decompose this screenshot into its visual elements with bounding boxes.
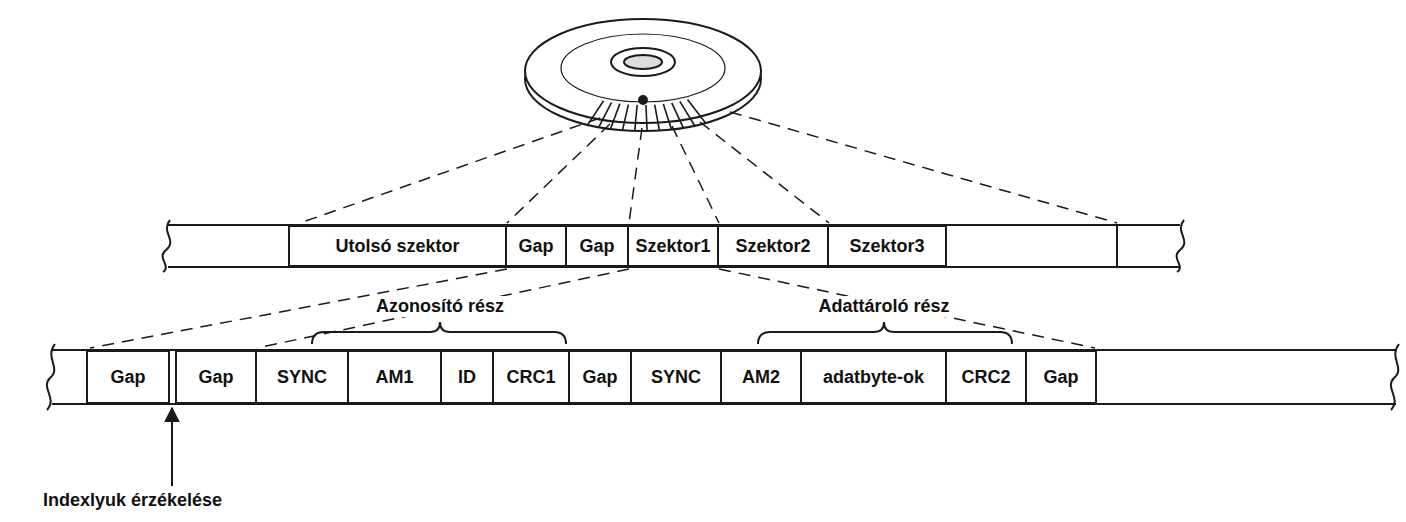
field-label: AM2	[742, 367, 780, 388]
region-label: Azonosító rész	[373, 296, 507, 317]
sector-field: CRC1	[492, 350, 570, 404]
projection-lines	[90, 112, 1117, 348]
projection-line	[300, 118, 600, 223]
brace	[758, 322, 1012, 344]
projection-line	[672, 126, 719, 223]
field-label: Gap	[110, 367, 145, 388]
disk-hub	[611, 48, 675, 76]
track-strip	[163, 220, 1185, 272]
field-label: Szektor3	[849, 236, 924, 257]
floppy-disk	[525, 19, 761, 131]
disk-surface	[525, 19, 761, 123]
projection-line	[257, 269, 629, 348]
brace	[312, 322, 566, 344]
disk-hole	[624, 55, 662, 69]
sector-field: Gap	[505, 225, 567, 267]
cell-border	[1116, 225, 1118, 267]
index-hole	[639, 96, 647, 104]
sector-field: Utolsó szektor	[288, 225, 507, 267]
field-label: AM1	[375, 367, 413, 388]
strip-edge	[52, 350, 1396, 404]
sector-field: CRC2	[945, 350, 1027, 404]
projection-line	[730, 112, 1117, 223]
field-label: CRC2	[961, 367, 1010, 388]
sector-line	[623, 104, 629, 130]
field-label: Gap	[582, 367, 617, 388]
sector-line	[646, 105, 647, 131]
sector-field: Szektor1	[627, 225, 719, 267]
sector-lines	[588, 100, 706, 131]
torn-end	[1391, 344, 1399, 410]
projection-line	[507, 124, 610, 223]
disk-track	[561, 34, 725, 102]
field-label: SYNC	[651, 367, 701, 388]
projection-line	[629, 128, 642, 223]
torn-end	[163, 220, 171, 272]
sector-field: Gap	[175, 350, 257, 404]
projection-line	[90, 269, 507, 348]
braces	[312, 322, 1012, 344]
sector-field: AM2	[720, 350, 802, 404]
sector-line	[655, 105, 660, 131]
sector-line	[663, 104, 671, 130]
sector-strip	[47, 344, 1399, 410]
sector-field: adatbyte-ok	[800, 350, 947, 404]
sector-field: Gap	[565, 225, 629, 267]
projection-line	[700, 122, 829, 223]
field-label: CRC1	[506, 367, 555, 388]
index-label: Indexlyuk érzékelése	[40, 490, 225, 511]
sector-field: SYNC	[630, 350, 722, 404]
field-label: Gap	[518, 236, 553, 257]
field-label: adatbyte-ok	[823, 367, 924, 388]
sector-field: Gap	[1025, 350, 1097, 404]
torn-end	[47, 344, 55, 410]
strip-edge	[168, 225, 1180, 267]
field-label: Szektor2	[735, 236, 810, 257]
sector-field: AM1	[347, 350, 442, 404]
sector-field: SYNC	[255, 350, 349, 404]
field-label: ID	[458, 367, 476, 388]
index-arrow	[171, 408, 173, 486]
field-label: Gap	[579, 236, 614, 257]
field-label: Szektor1	[635, 236, 710, 257]
sector-field: Szektor2	[717, 225, 829, 267]
projection-line	[719, 269, 1095, 348]
field-label: Utolsó szektor	[335, 236, 459, 257]
field-label: Gap	[1043, 367, 1078, 388]
sector-line	[680, 101, 695, 125]
torn-end	[1177, 220, 1185, 272]
sector-field: Gap	[568, 350, 632, 404]
field-label: Gap	[198, 367, 233, 388]
sector-line	[672, 103, 684, 128]
field-label: SYNC	[277, 367, 327, 388]
sector-field: Szektor3	[827, 225, 947, 267]
region-label: Adattároló rész	[815, 296, 952, 317]
sector-line	[610, 104, 619, 129]
sector-field: Gap	[86, 350, 170, 404]
sector-line	[635, 105, 637, 131]
sector-field: ID	[440, 350, 494, 404]
